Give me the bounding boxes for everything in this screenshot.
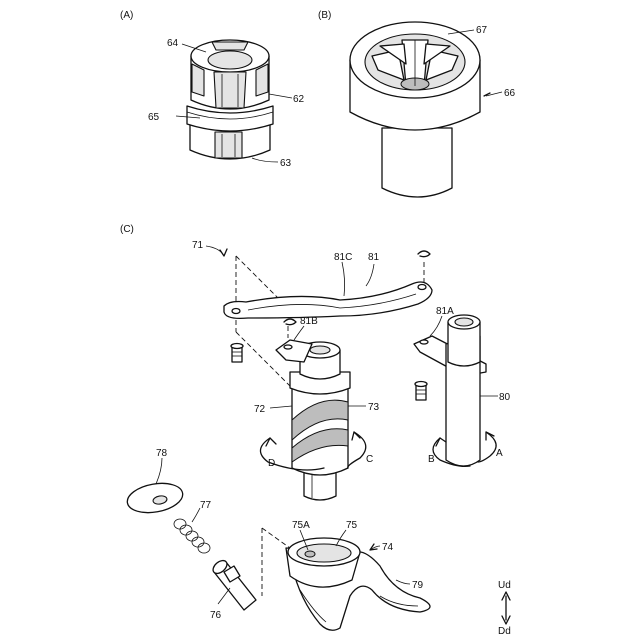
ref-label-78: 78 (156, 448, 168, 459)
ref-label-81: 81 (368, 252, 380, 263)
ref-label-75a: 75A (292, 520, 310, 531)
spring-part-77 (174, 519, 210, 553)
rotation-arrowhead-a (486, 432, 494, 440)
leader-81c (342, 262, 345, 296)
ref-label-d: D (268, 458, 275, 469)
ref-label-67: 67 (476, 25, 488, 36)
section-label-b: (B) (318, 10, 331, 21)
ref-label-79: 79 (412, 580, 424, 591)
cam-shaft-part-72 (276, 340, 350, 500)
leader-78 (156, 458, 162, 484)
rotation-arrow-a (478, 432, 496, 462)
washer-part-78 (125, 479, 185, 516)
direction-label-up: Ud (498, 580, 511, 591)
ref-label-80: 80 (499, 392, 511, 403)
leader-76 (218, 588, 230, 604)
leader-62 (269, 94, 292, 98)
pin-right (415, 382, 427, 401)
ref-label-b: B (428, 454, 435, 465)
ref-label-62: 62 (293, 94, 305, 105)
ref-label-81b: 81B (300, 316, 318, 327)
clip-ring-right (418, 251, 430, 257)
link-plate-81 (224, 282, 432, 318)
ref-label-65: 65 (148, 112, 160, 123)
dashed-line-diag2 (236, 332, 296, 392)
direction-label-down: Dd (498, 626, 511, 637)
ref-label-72: 72 (254, 404, 266, 415)
leader-72 (270, 406, 292, 408)
rotation-arrowhead-c (352, 432, 360, 440)
leader-79 (396, 580, 410, 584)
rotation-arrowhead-b (436, 438, 446, 446)
section-label-c: (C) (120, 224, 134, 235)
ref-label-74: 74 (382, 542, 394, 553)
ref-label-81c: 81C (334, 252, 352, 263)
ref-label-76: 76 (210, 610, 222, 621)
ref-label-77: 77 (200, 500, 212, 511)
pin-part-76 (211, 558, 256, 610)
ref-label-64: 64 (167, 38, 179, 49)
arrow-71 (220, 249, 227, 256)
leader-81a (430, 316, 442, 336)
ref-label-71: 71 (192, 240, 204, 251)
leader-81 (366, 264, 374, 286)
rotation-arrow-c (348, 432, 366, 468)
leader-81b (294, 326, 304, 340)
pin-left (231, 344, 243, 363)
section-label-a: (A) (120, 10, 133, 21)
leader-77 (192, 508, 200, 522)
clip-ring-81b (284, 319, 296, 325)
ref-label-81a: 81A (436, 306, 454, 317)
direction-arrow (502, 592, 510, 624)
ref-label-c: C (366, 454, 373, 465)
ref-label-73: 73 (368, 402, 380, 413)
leader-63 (252, 158, 278, 162)
ref-label-63: 63 (280, 158, 292, 169)
ref-label-75: 75 (346, 520, 358, 531)
ref-label-a: A (496, 448, 503, 459)
dashed-line-bottom2 (262, 528, 290, 548)
ref-label-66: 66 (504, 88, 516, 99)
coupling-part-62 (187, 40, 273, 159)
cup-part-66 (350, 22, 480, 197)
